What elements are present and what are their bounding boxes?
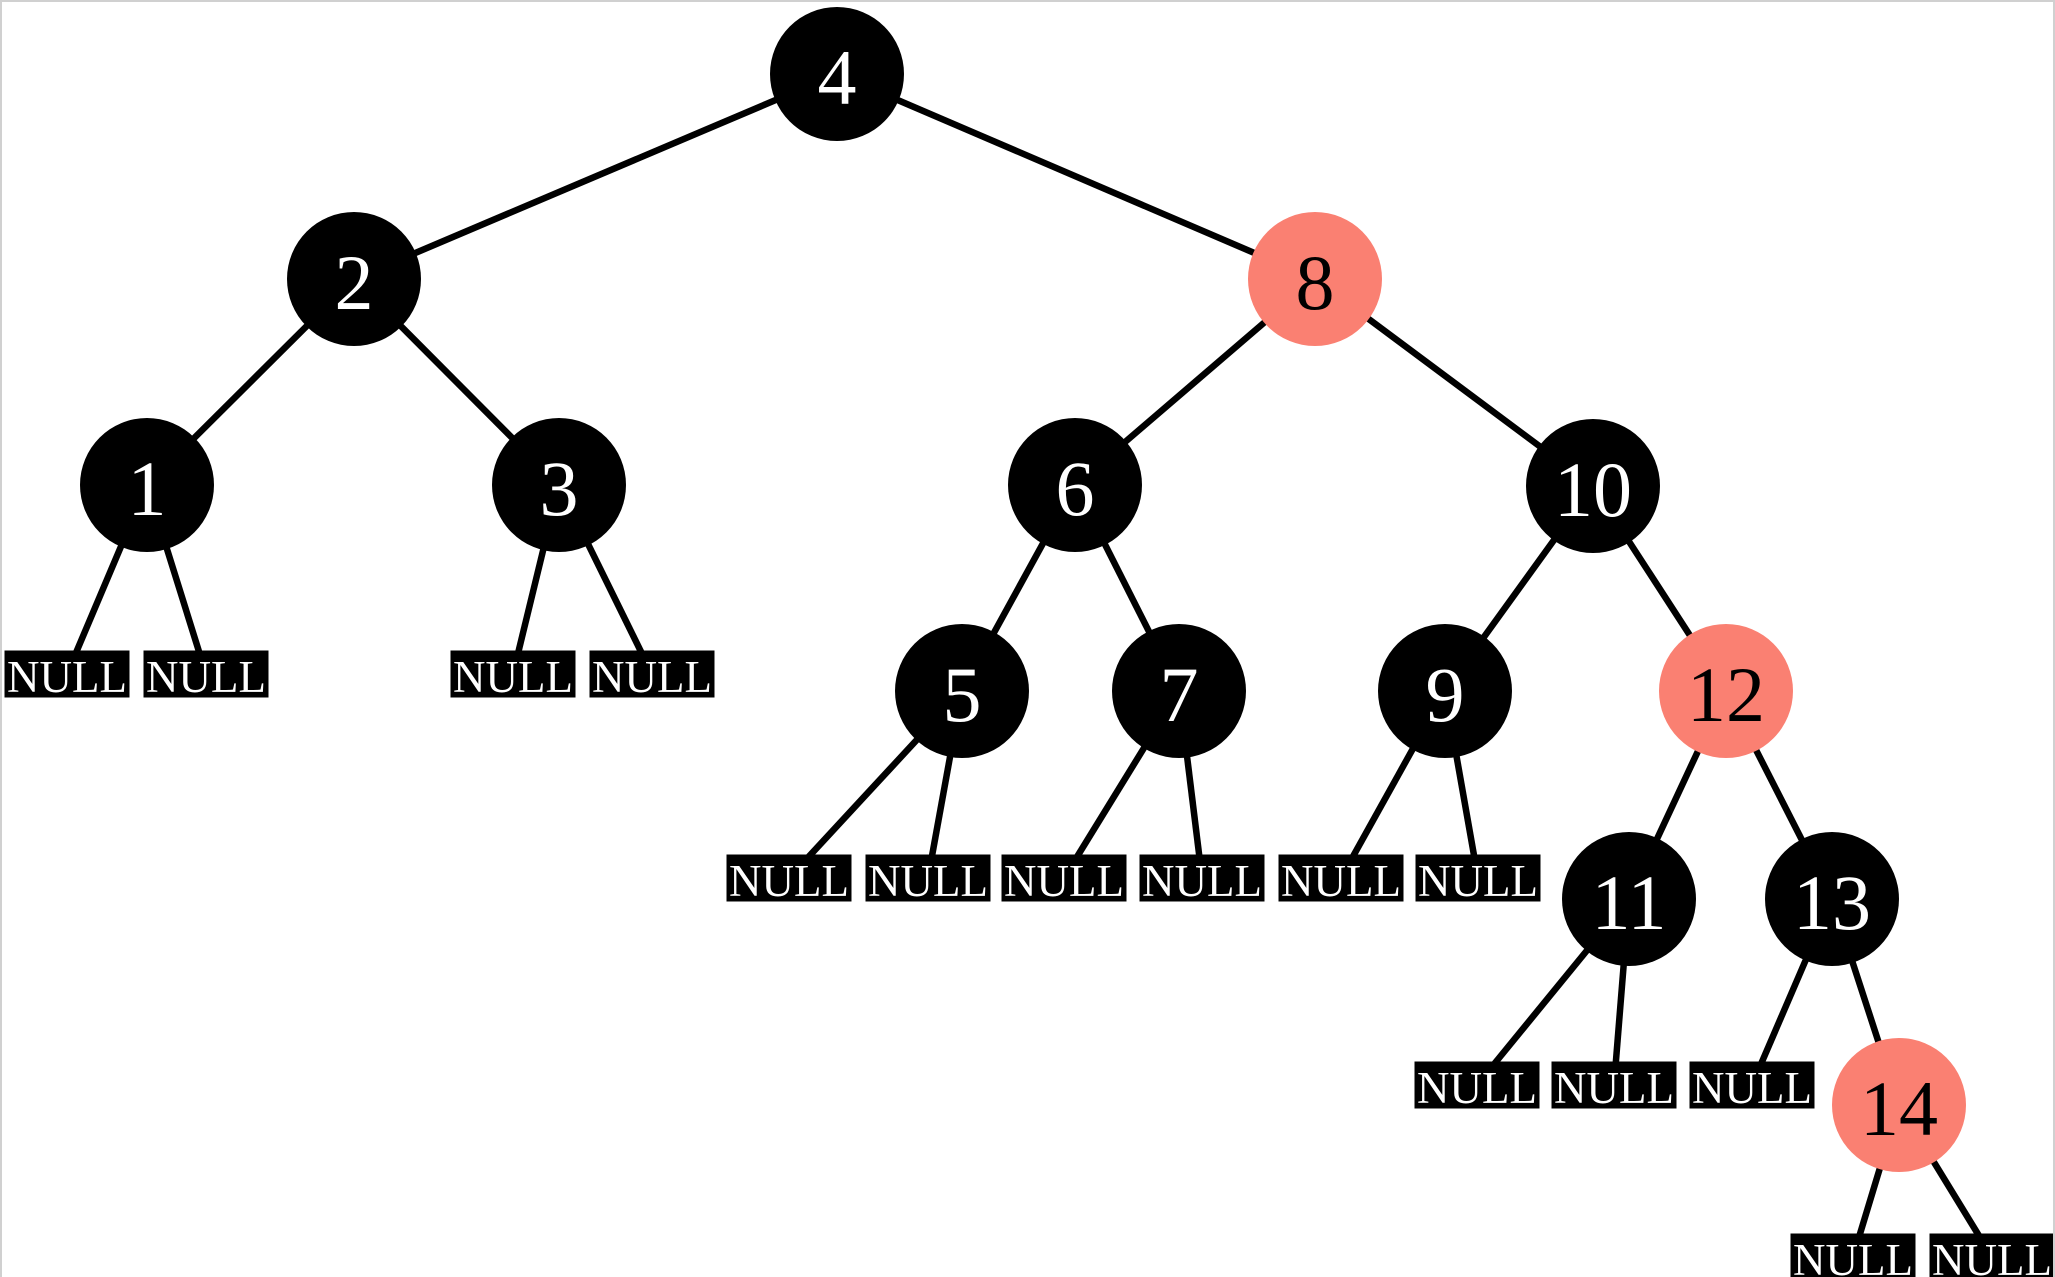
null-leaf-7-left [1001, 854, 1127, 902]
tree-node-6 [1008, 418, 1142, 552]
tree-node-12 [1659, 624, 1793, 758]
null-leaf-13-left [1689, 1061, 1815, 1109]
tree-node-14 [1832, 1038, 1966, 1172]
tree-node-9-label: 9 [1426, 651, 1465, 738]
tree-node-4-label: 4 [818, 34, 857, 121]
null-leaf-14-right [1929, 1233, 2053, 1277]
tree-node-7-label: 7 [1160, 651, 1199, 738]
tree-node-13 [1765, 832, 1899, 966]
tree-node-1 [80, 418, 214, 552]
null-leaf-7-left-label: NULL [1004, 856, 1124, 906]
tree-node-11-label: 11 [1591, 859, 1666, 946]
null-leaf-13-left-label: NULL [1692, 1063, 1812, 1113]
null-leaf-5-left-label: NULL [729, 856, 849, 906]
tree-node-5 [895, 624, 1029, 758]
null-leaf-14-right-label: NULL [1932, 1235, 2052, 1277]
tree-node-13-label: 13 [1793, 859, 1871, 946]
null-leaf-9-right [1415, 854, 1541, 902]
null-leaf-7-right-label: NULL [1142, 856, 1262, 906]
null-leaf-9-right-label: NULL [1418, 856, 1538, 906]
null-leaf-11-right [1551, 1061, 1677, 1109]
null-leaf-1-right [143, 650, 269, 698]
null-leaf-11-left-label: NULL [1417, 1063, 1537, 1113]
null-leaf-14-left [1790, 1233, 1916, 1277]
tree-node-1-label: 1 [128, 445, 167, 532]
tree-node-4 [770, 7, 904, 141]
null-leaf-1-left-label: NULL [7, 652, 127, 702]
null-leaf-11-right-label: NULL [1554, 1063, 1674, 1113]
tree-node-5-label: 5 [943, 651, 982, 738]
tree-node-3 [492, 418, 626, 552]
null-leaf-9-left [1278, 854, 1404, 902]
tree-node-10-label: 10 [1554, 446, 1632, 533]
null-leaf-14-left-label: NULL [1793, 1235, 1913, 1277]
tree-node-2-label: 2 [335, 239, 374, 326]
tree-node-14-label: 14 [1860, 1065, 1938, 1152]
null-leaf-9-left-label: NULL [1281, 856, 1401, 906]
tree-node-12-label: 12 [1687, 651, 1765, 738]
null-leaf-3-left [450, 650, 576, 698]
tree-node-10 [1526, 419, 1660, 553]
tree-node-3-label: 3 [540, 445, 579, 532]
null-leaf-11-left [1414, 1061, 1540, 1109]
null-leaf-5-right [865, 854, 991, 902]
null-leaf-7-right [1139, 854, 1265, 902]
null-leaf-5-left [726, 854, 852, 902]
tree-node-8 [1248, 212, 1382, 346]
tree-node-11 [1562, 832, 1696, 966]
null-leaf-3-right-label: NULL [592, 652, 712, 702]
tree-node-8-label: 8 [1296, 239, 1335, 326]
edge-4-to-8 [835, 71, 1317, 282]
tree-node-7 [1112, 624, 1246, 758]
null-leaf-3-left-label: NULL [453, 652, 573, 702]
null-leaf-1-left [4, 650, 130, 698]
tree-node-6-label: 6 [1056, 445, 1095, 532]
null-leaf-1-right-label: NULL [146, 652, 266, 702]
null-leaf-3-right [589, 650, 715, 698]
tree-node-9 [1378, 624, 1512, 758]
null-leaf-5-right-label: NULL [868, 856, 988, 906]
tree-node-2 [287, 212, 421, 346]
edge-4-to-2 [352, 71, 839, 282]
